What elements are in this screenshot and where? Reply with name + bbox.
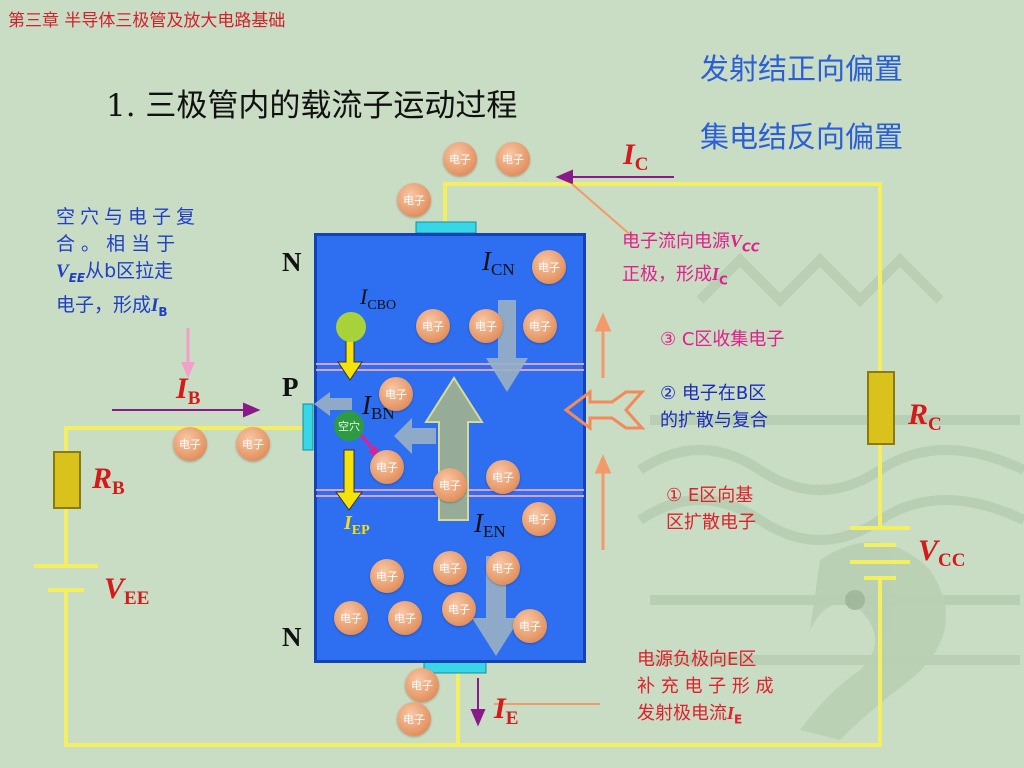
note-step2: ② 电子在B区 的扩散与复合 bbox=[660, 383, 768, 431]
component-label-vcc: VCC bbox=[918, 534, 966, 571]
hole-particle bbox=[336, 312, 366, 342]
electron: 电子 bbox=[370, 450, 404, 484]
current-label-ien: IEN bbox=[474, 508, 506, 541]
emitter-bias-label: 发射结正向偏置 bbox=[700, 52, 904, 86]
electron: 电子 bbox=[433, 551, 467, 585]
electron: 电子 bbox=[397, 702, 431, 736]
electron: 电子 bbox=[496, 142, 530, 176]
hole-particle: 空穴 bbox=[334, 411, 364, 441]
current-label-ib: IB bbox=[176, 372, 201, 409]
electron: 电子 bbox=[442, 592, 476, 626]
current-label-iep: IEP bbox=[344, 512, 370, 538]
note-hole-recombination: 空穴与电子复 合 。 相 当 于 VEE从b区拉走 电子，形成IB bbox=[56, 206, 201, 319]
note-supply: 电源负极向E区 补 充 电 子 形 成 发射极电流IE bbox=[637, 649, 774, 727]
electron: 电子 bbox=[416, 309, 450, 343]
current-label-icbo: ICBO bbox=[360, 284, 397, 313]
electron: 电子 bbox=[523, 309, 557, 343]
electron: 电子 bbox=[443, 142, 477, 176]
region-label-collector: N bbox=[282, 247, 302, 277]
electron: 电子 bbox=[513, 609, 547, 643]
electron: 电子 bbox=[334, 601, 368, 635]
electron: 电子 bbox=[173, 427, 207, 461]
page-title: 1. 三极管内的载流子运动过程 bbox=[106, 88, 518, 124]
chapter-header: 第三章 半导体三极管及放大电路基础 bbox=[8, 11, 286, 31]
region-label-emitter: N bbox=[282, 622, 302, 652]
electron: 电子 bbox=[433, 468, 467, 502]
note-electron-flow: 电子流向电源VCC 正极，形成IC bbox=[622, 231, 760, 288]
electron: 电子 bbox=[486, 551, 520, 585]
current-label-ic: IC bbox=[623, 138, 649, 175]
electron: 电子 bbox=[236, 427, 270, 461]
electron: 电子 bbox=[388, 601, 422, 635]
region-label-base: P bbox=[282, 372, 299, 402]
electron: 电子 bbox=[532, 250, 566, 284]
component-label-rb: RB bbox=[92, 462, 125, 499]
electron: 电子 bbox=[370, 559, 404, 593]
component-label-rc: RC bbox=[908, 398, 942, 435]
electron: 电子 bbox=[405, 668, 439, 702]
note-step3: ③ C区收集电子 bbox=[660, 329, 785, 350]
electron: 电子 bbox=[397, 183, 431, 217]
electron: 电子 bbox=[379, 377, 413, 411]
electron: 电子 bbox=[486, 460, 520, 494]
component-label-vee: VEE bbox=[104, 572, 150, 609]
electron: 电子 bbox=[522, 502, 556, 536]
note-step1: ① E区向基 区扩散电子 bbox=[666, 485, 756, 533]
electron: 电子 bbox=[469, 309, 503, 343]
collector-bias-label: 集电结反向偏置 bbox=[700, 120, 904, 154]
current-label-ie: IE bbox=[494, 692, 519, 729]
current-label-icn: ICN bbox=[482, 246, 515, 279]
